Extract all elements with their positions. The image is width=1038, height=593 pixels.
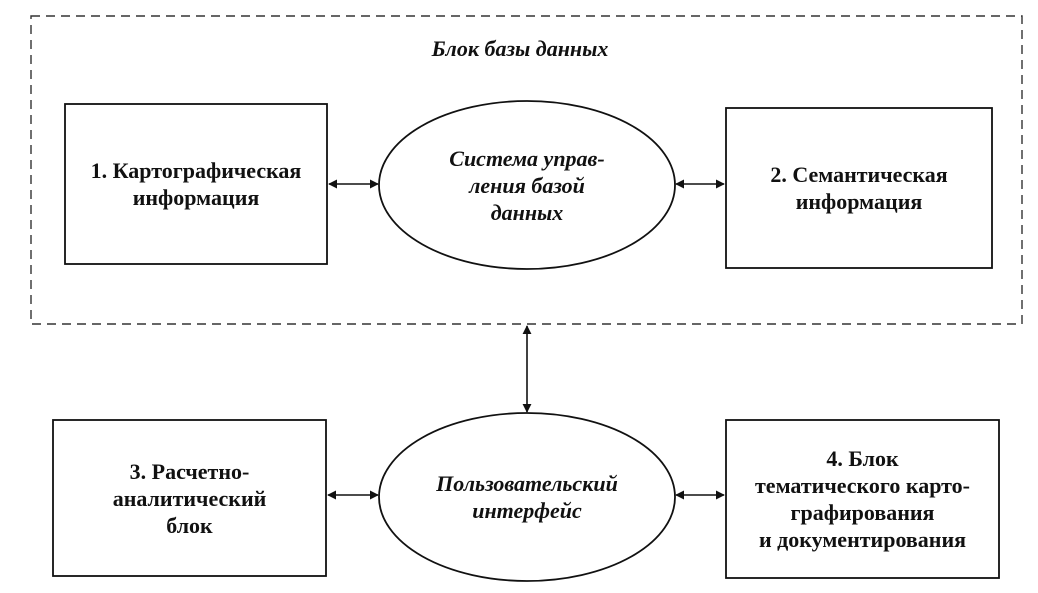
database-block-container [30,15,1023,325]
semantic-info-label: 2. Семантическая информация [726,108,992,268]
user-interface-line-2: интерфейс [472,498,582,523]
thematic-block-box [725,419,1000,579]
cartographic-info-line-2: информация [132,185,260,210]
cartographic-info-box [64,103,328,265]
user-interface-line-1: Пользовательский [436,471,618,496]
analytic-block-line-2: аналитический [112,485,267,511]
user-interface-ellipse [378,412,676,582]
analytic-block-label: 3. Расчетно- аналитический блок [53,420,326,576]
thematic-block-line-3: графирования [790,500,935,525]
semantic-info-line-1: 2. Семантическая [770,162,948,187]
cartographic-info-label: 1. Картографическая информация [65,104,327,264]
thematic-block-line-2: тематического карто- [755,473,970,498]
database-block-title: Блок базы данных [431,36,609,61]
analytic-block-line-1: 3. Расчетно- [129,458,250,484]
analytic-block-box [52,419,327,577]
thematic-block-line-1: 4. Блок [826,446,899,471]
thematic-block-label: 4. Блок тематического карто- графировани… [726,420,999,578]
thematic-block-line-4: и документирования [758,527,967,552]
cartographic-info-line-1: 1. Картографическая [90,158,302,183]
semantic-info-line-2: информация [795,189,923,214]
dbms-line-2: ления базой [469,172,585,198]
analytic-block-line-3: блок [166,512,213,538]
dbms-line-3: данных [490,199,564,225]
user-interface-label: Пользовательский интерфейс [395,447,659,547]
semantic-info-box [725,107,993,269]
dbms-ellipse [378,100,676,270]
dbms-label: Система управ- ления базой данных [395,120,659,250]
dbms-line-1: Система управ- [449,145,605,171]
